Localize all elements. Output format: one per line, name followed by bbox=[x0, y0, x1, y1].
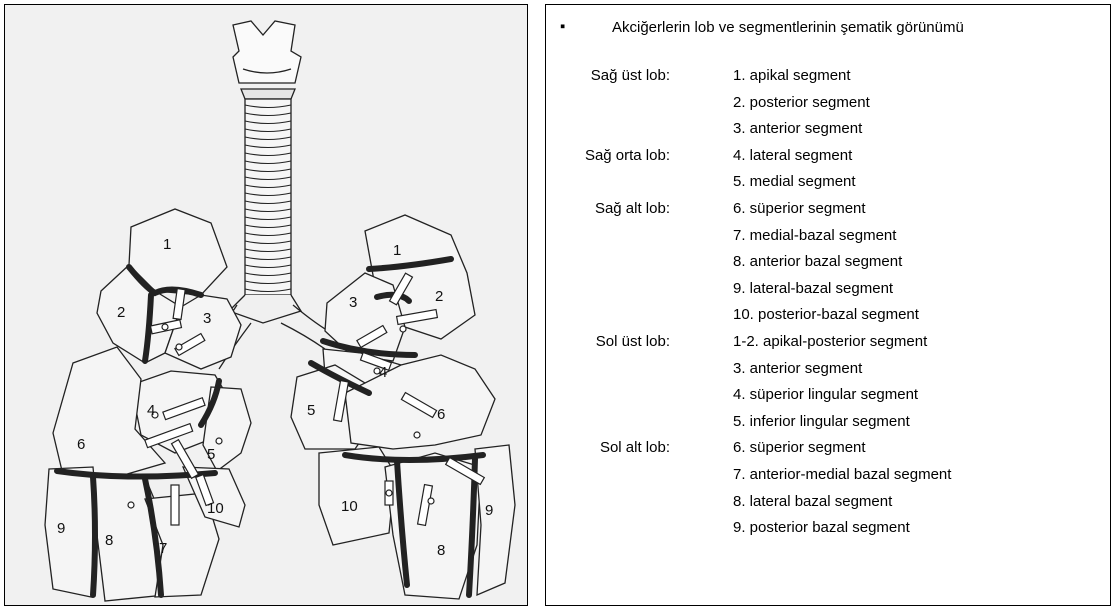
left-label-5: 5 bbox=[307, 402, 315, 419]
segment-item: 2. posterior segment bbox=[733, 94, 870, 111]
segment-item: 7. anterior-medial bazal segment bbox=[733, 466, 951, 483]
lung-diagram: 1 2 3 4 5 6 7 8 9 10 1 2 3 4 5 6 8 9 10 bbox=[5, 5, 527, 605]
larynx bbox=[233, 21, 301, 99]
left-lower-segment-9 bbox=[475, 445, 515, 595]
segment-item: 9. posterior bazal segment bbox=[733, 519, 910, 536]
left-label-9: 9 bbox=[485, 502, 493, 519]
segment-item: 4. süperior lingular segment bbox=[733, 386, 918, 403]
segment-item: 4. lateral segment bbox=[733, 147, 852, 164]
bullet-marker: ▪ bbox=[560, 18, 565, 35]
right-label-9: 9 bbox=[57, 520, 65, 537]
right-label-2: 2 bbox=[117, 304, 125, 321]
segment-item: 1. apikal segment bbox=[733, 67, 851, 84]
right-label-1: 1 bbox=[163, 236, 171, 253]
left-label-10: 10 bbox=[341, 498, 358, 515]
segment-item: 1-2. apikal-posterior segment bbox=[733, 333, 927, 350]
right-label-8: 8 bbox=[105, 532, 113, 549]
lobe-name: Sağ üst lob: bbox=[546, 67, 670, 84]
left-label-8: 8 bbox=[437, 542, 445, 559]
lobe-name: Sağ alt lob: bbox=[546, 200, 670, 217]
lobe-name: Sol üst lob: bbox=[546, 333, 670, 350]
lobe-name: Sol alt lob: bbox=[546, 439, 670, 456]
left-label-2: 2 bbox=[435, 288, 443, 305]
right-label-4: 4 bbox=[147, 402, 155, 419]
lobe-name: Sağ orta lob: bbox=[546, 147, 670, 164]
lung-segments-illustration: 1 2 3 4 5 6 7 8 9 10 1 2 3 4 5 6 8 9 10 bbox=[4, 4, 528, 606]
segment-item: 3. anterior segment bbox=[733, 120, 862, 137]
left-label-6: 6 bbox=[437, 406, 445, 423]
segment-item: 6. süperior segment bbox=[733, 200, 866, 217]
right-label-3: 3 bbox=[203, 310, 211, 327]
left-label-3: 3 bbox=[349, 294, 357, 311]
segment-item: 6. süperior segment bbox=[733, 439, 866, 456]
left-label-1: 1 bbox=[393, 242, 401, 259]
segment-item: 5. inferior lingular segment bbox=[733, 413, 910, 430]
trachea bbox=[229, 99, 301, 323]
segment-legend-panel: ▪ Akciğerlerin lob ve segmentlerinin şem… bbox=[545, 4, 1111, 606]
left-label-4: 4 bbox=[379, 364, 387, 381]
segment-item: 10. posterior-bazal segment bbox=[733, 306, 919, 323]
segment-item: 8. anterior bazal segment bbox=[733, 253, 902, 270]
segment-item: 8. lateral bazal segment bbox=[733, 493, 892, 510]
segment-item: 7. medial-bazal segment bbox=[733, 227, 896, 244]
legend-title: Akciğerlerin lob ve segmentlerinin şemat… bbox=[612, 19, 964, 36]
segment-item: 9. lateral-bazal segment bbox=[733, 280, 893, 297]
right-label-5: 5 bbox=[207, 446, 215, 463]
right-label-7: 7 bbox=[159, 540, 167, 557]
right-label-10: 10 bbox=[207, 500, 224, 517]
segment-item: 5. medial segment bbox=[733, 173, 856, 190]
segment-item: 3. anterior segment bbox=[733, 360, 862, 377]
right-label-6: 6 bbox=[77, 436, 85, 453]
